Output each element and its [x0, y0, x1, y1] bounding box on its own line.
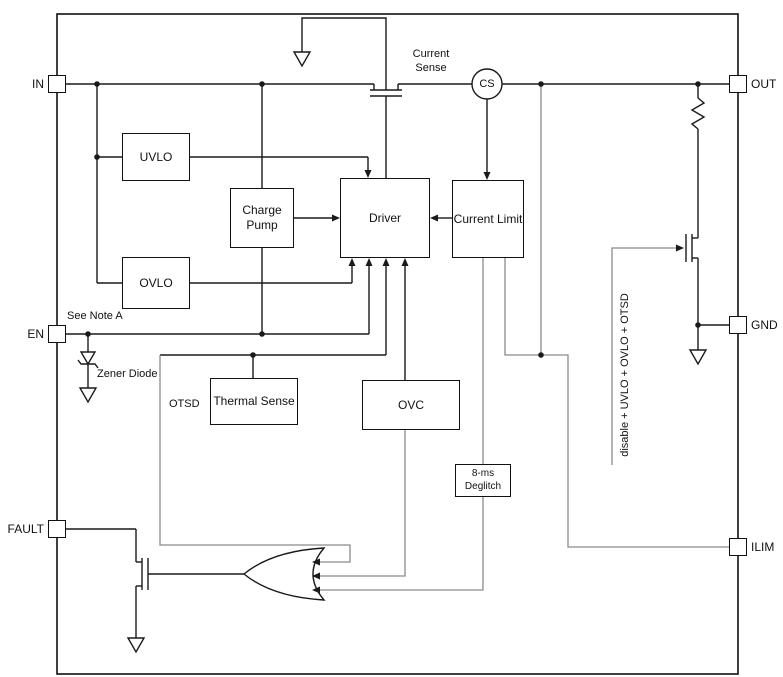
uvlo-block: UVLO: [122, 133, 190, 181]
or-gate-icon: [242, 547, 326, 601]
thermal-sense-label: Thermal Sense: [213, 394, 295, 408]
current-limit-label: Current Limit: [453, 211, 523, 226]
otsd-to-driver-wire: [160, 266, 387, 378]
output-resistor-icon: [690, 84, 706, 238]
pin-label-ilim: ILIM: [751, 540, 775, 554]
charge-pump-wires: [261, 84, 332, 334]
ovc-block: OVC: [362, 380, 460, 430]
ground-icon-fault: [126, 637, 146, 654]
uvlo-label: UVLO: [139, 149, 173, 164]
pin-label-fault: FAULT: [7, 522, 44, 536]
current-sense-label: Current Sense: [412, 48, 450, 74]
pin-out: [729, 75, 747, 93]
otsd-label: OTSD: [169, 398, 200, 410]
en-rail: [66, 266, 370, 335]
deglitch-net: [320, 258, 484, 591]
driver-block: Driver: [340, 178, 430, 258]
discharge-mosfet-icon: [685, 234, 699, 350]
ovc-label: OVC: [397, 397, 424, 412]
zener-diode-icon: [77, 334, 99, 388]
pin-ilim: [729, 538, 747, 556]
driver-label: Driver: [369, 210, 401, 225]
arrowheads: [312, 170, 684, 594]
pin-fault: [48, 520, 66, 538]
pin-label-out: OUT: [751, 77, 777, 91]
pin-label-in: IN: [32, 77, 44, 91]
uvlo-output-wire: [190, 156, 369, 170]
disable-line-label: disable + UVLO + OVLO + OTSD: [619, 293, 631, 457]
cs-circle-label: CS: [479, 78, 495, 90]
uvlo-ovlo-feed: [96, 84, 122, 284]
ovc-fault-net: [320, 430, 406, 577]
top-ground-run: [301, 17, 387, 90]
pin-en: [48, 325, 66, 343]
ilim-net: [504, 258, 729, 548]
charge-pump-label: Charge Pump: [242, 203, 282, 232]
pin-label-en: EN: [27, 327, 44, 341]
ovlo-block: OVLO: [122, 257, 190, 309]
deglitch-block: 8-ms Deglitch: [455, 464, 511, 497]
disable-net: [611, 247, 676, 465]
deglitch-label: 8-ms Deglitch: [464, 468, 502, 492]
pin-gnd: [729, 316, 747, 334]
ground-icon-gnd: [688, 349, 708, 366]
zener-diode-label: Zener Diode: [97, 368, 158, 380]
secondary-wires: [159, 84, 729, 591]
ovlo-output-wire: [190, 266, 353, 284]
ovlo-label: OVLO: [139, 275, 173, 290]
charge-pump-block: Charge Pump: [230, 188, 294, 248]
thermal-sense-block: Thermal Sense: [210, 378, 298, 425]
see-note-a-label: See Note A: [67, 310, 123, 322]
fault-mosfet-icon: [135, 529, 149, 638]
chip-boundary: [56, 13, 739, 675]
ground-icon-top: [292, 51, 312, 68]
pass-mosfet-icon: [370, 84, 402, 178]
ground-icon-zener: [78, 387, 98, 404]
pin-label-gnd: GND: [751, 318, 778, 332]
pin-in: [48, 75, 66, 93]
otsd-fault-net: [159, 355, 351, 563]
current-limit-block: Current Limit: [452, 180, 524, 258]
junction-dots: [85, 81, 701, 358]
